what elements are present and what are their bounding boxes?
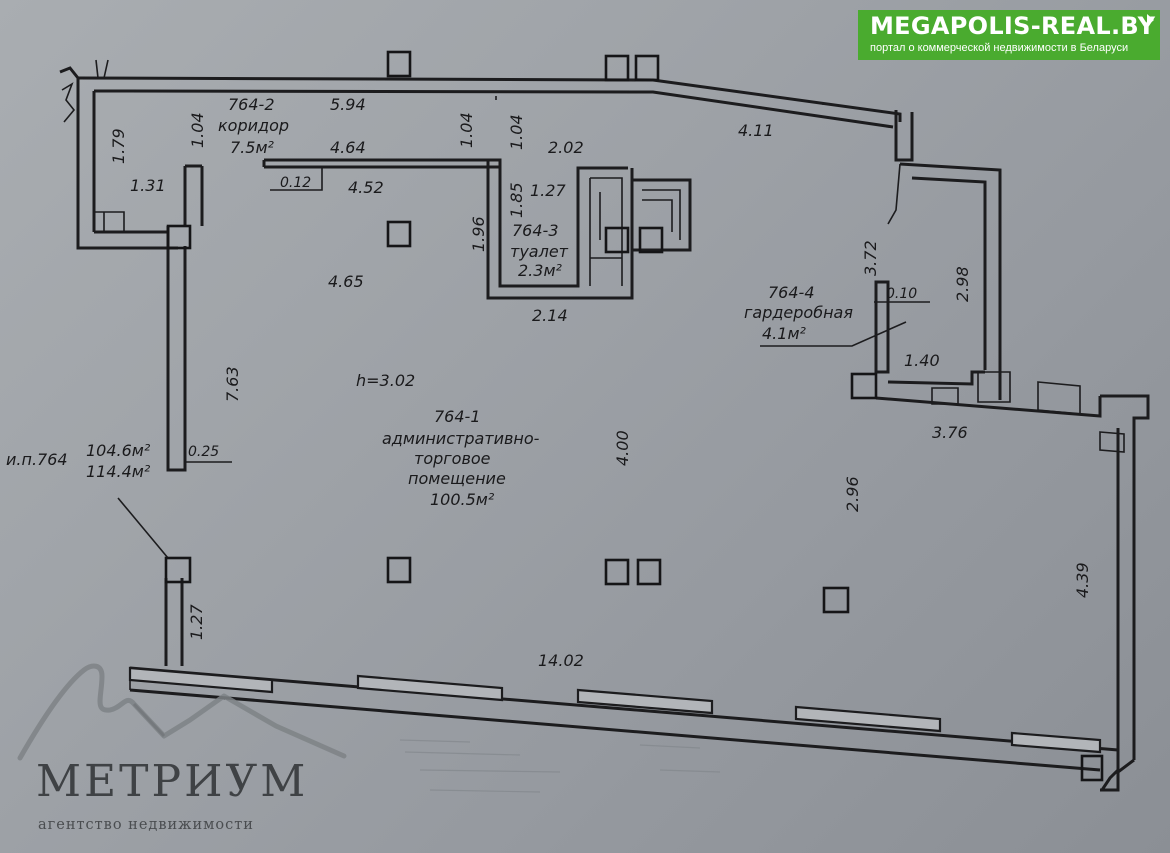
- dim-1-04-c: 1.04: [507, 114, 526, 150]
- corridor-area: 7.5м²: [230, 138, 275, 157]
- summary-area-2: 114.4м²: [86, 462, 151, 481]
- dim-2-98: 2.98: [953, 266, 972, 302]
- main-room-name-line3: помещение: [408, 469, 506, 488]
- dim-4-65: 4.65: [328, 272, 364, 291]
- dim-0-25: 0.25: [188, 444, 219, 460]
- room-labels: 764-2 коридор 7.5м² 764-3 туалет 2.3м² 7…: [6, 95, 853, 509]
- columns: [164, 50, 1104, 782]
- main-room-id: 764-1: [434, 407, 481, 426]
- metrium-logo: МЕТРИУМ агентство недвижимости: [14, 656, 354, 846]
- summary-label: и.п.764: [6, 450, 68, 469]
- corner-arrow-icon: [1147, 14, 1154, 26]
- mountain-logo-icon: [17, 663, 347, 761]
- dim-0-10: 0.10: [886, 286, 917, 302]
- dim-4-00: 4.00: [613, 430, 632, 466]
- outer-walls: [59, 59, 1150, 792]
- main-room-area: 100.5м²: [430, 490, 495, 509]
- dimension-labels: 5.94 4.64 1.04 1.04 1.04 1.79 1.31 0.12 …: [109, 95, 1092, 670]
- logo-subtitle: агентство недвижимости: [38, 817, 254, 833]
- toilet-name: туалет: [510, 242, 569, 261]
- banner-title: MEGAPOLIS-REAL.BY: [870, 12, 1156, 40]
- dim-3-76: 3.76: [932, 423, 968, 442]
- wardrobe-id: 764-4: [768, 283, 815, 302]
- faint-marks: [399, 739, 721, 793]
- toilet-id: 764-3: [512, 221, 559, 240]
- summary-area-1: 104.6м²: [86, 441, 151, 460]
- megapolis-banner[interactable]: MEGAPOLIS-REAL.BY портал о коммерческой …: [858, 10, 1160, 60]
- ceiling-height: h=3.02: [356, 371, 415, 390]
- toilet-area: 2.3м²: [518, 261, 563, 280]
- logo-name: МЕТРИУМ: [36, 756, 309, 807]
- main-room-name-line1: административно-: [382, 429, 540, 448]
- dim-1-27-a: 1.27: [530, 181, 566, 200]
- dim-3-72: 3.72: [861, 240, 880, 276]
- dim-1-31: 1.31: [130, 176, 166, 195]
- dim-1-04-a: 1.04: [188, 112, 207, 148]
- main-room-name-line2: торговое: [414, 449, 491, 468]
- dim-4-11: 4.11: [738, 121, 774, 140]
- dim-1-04-b: 1.04: [457, 112, 476, 148]
- dim-14-02: 14.02: [538, 651, 584, 670]
- wardrobe-name: гардеробная: [744, 303, 853, 322]
- dim-0-12: 0.12: [280, 175, 311, 191]
- dim-1-85: 1.85: [507, 182, 526, 218]
- dim-2-02: 2.02: [548, 138, 584, 157]
- banner-subtitle: портал о коммерческой недвижимости в Бел…: [870, 42, 1129, 54]
- dim-1-27-b: 1.27: [187, 604, 206, 640]
- dim-7-63: 7.63: [223, 366, 242, 402]
- dim-1-96: 1.96: [469, 216, 488, 252]
- wardrobe-area: 4.1м²: [762, 324, 807, 343]
- windows: [128, 666, 1102, 754]
- dim-1-79: 1.79: [109, 128, 128, 164]
- dim-4-39: 4.39: [1073, 562, 1092, 598]
- dim-5-94: 5.94: [330, 95, 366, 114]
- dim-4-64: 4.64: [330, 138, 366, 157]
- dim-2-96: 2.96: [843, 476, 862, 512]
- dim-4-52: 4.52: [348, 178, 384, 197]
- dim-2-14: 2.14: [532, 306, 568, 325]
- dim-1-40: 1.40: [904, 351, 940, 370]
- corridor-id: 764-2: [228, 95, 275, 114]
- corridor-name: коридор: [218, 116, 289, 135]
